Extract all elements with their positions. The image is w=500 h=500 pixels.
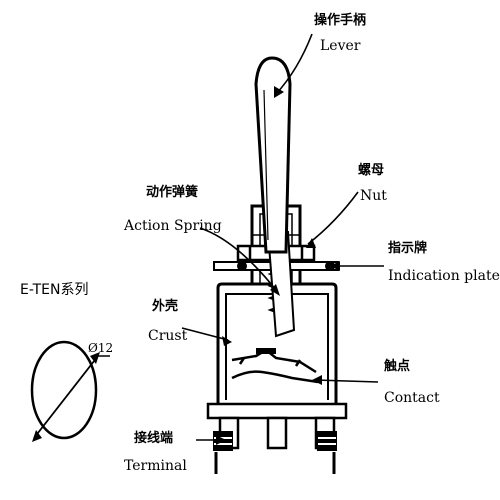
label-action-spring-cn: 动作弹簧 — [146, 184, 198, 200]
label-contact-cn: 触点 — [383, 358, 410, 374]
panel-hole-symbol — [30, 340, 110, 442]
leader-lines — [181, 33, 384, 441]
leader-lever — [275, 33, 313, 95]
label-nut-en: Nut — [360, 188, 387, 204]
label-indication-plate-cn: 指示牌 — [388, 240, 427, 256]
lever — [254, 56, 292, 254]
label-nut-cn: 螺母 — [358, 162, 384, 178]
leader-action-spring — [199, 227, 277, 291]
label-terminal-cn: 接线端 — [134, 430, 173, 446]
label-terminal-en: Terminal — [124, 458, 187, 474]
contact-mechanism — [231, 348, 319, 384]
hole-diameter: Ø12 — [88, 341, 113, 355]
leader-crust — [181, 327, 229, 341]
arrow-heads — [216, 86, 340, 445]
label-indication-plate-en: Indication plate — [388, 268, 500, 284]
label-lever-en: Lever — [320, 38, 361, 54]
label-lever-cn: 操作手柄 — [314, 12, 366, 28]
label-contact-en: Contact — [384, 390, 440, 406]
leader-contact — [315, 379, 379, 383]
label-crust-cn: 外壳 — [151, 298, 178, 314]
label-crust-en: Crust — [148, 328, 188, 344]
leader-nut — [307, 191, 359, 245]
label-action-spring-en: Action Spring — [123, 218, 222, 234]
series-label: E-TEN系列 — [20, 282, 88, 298]
